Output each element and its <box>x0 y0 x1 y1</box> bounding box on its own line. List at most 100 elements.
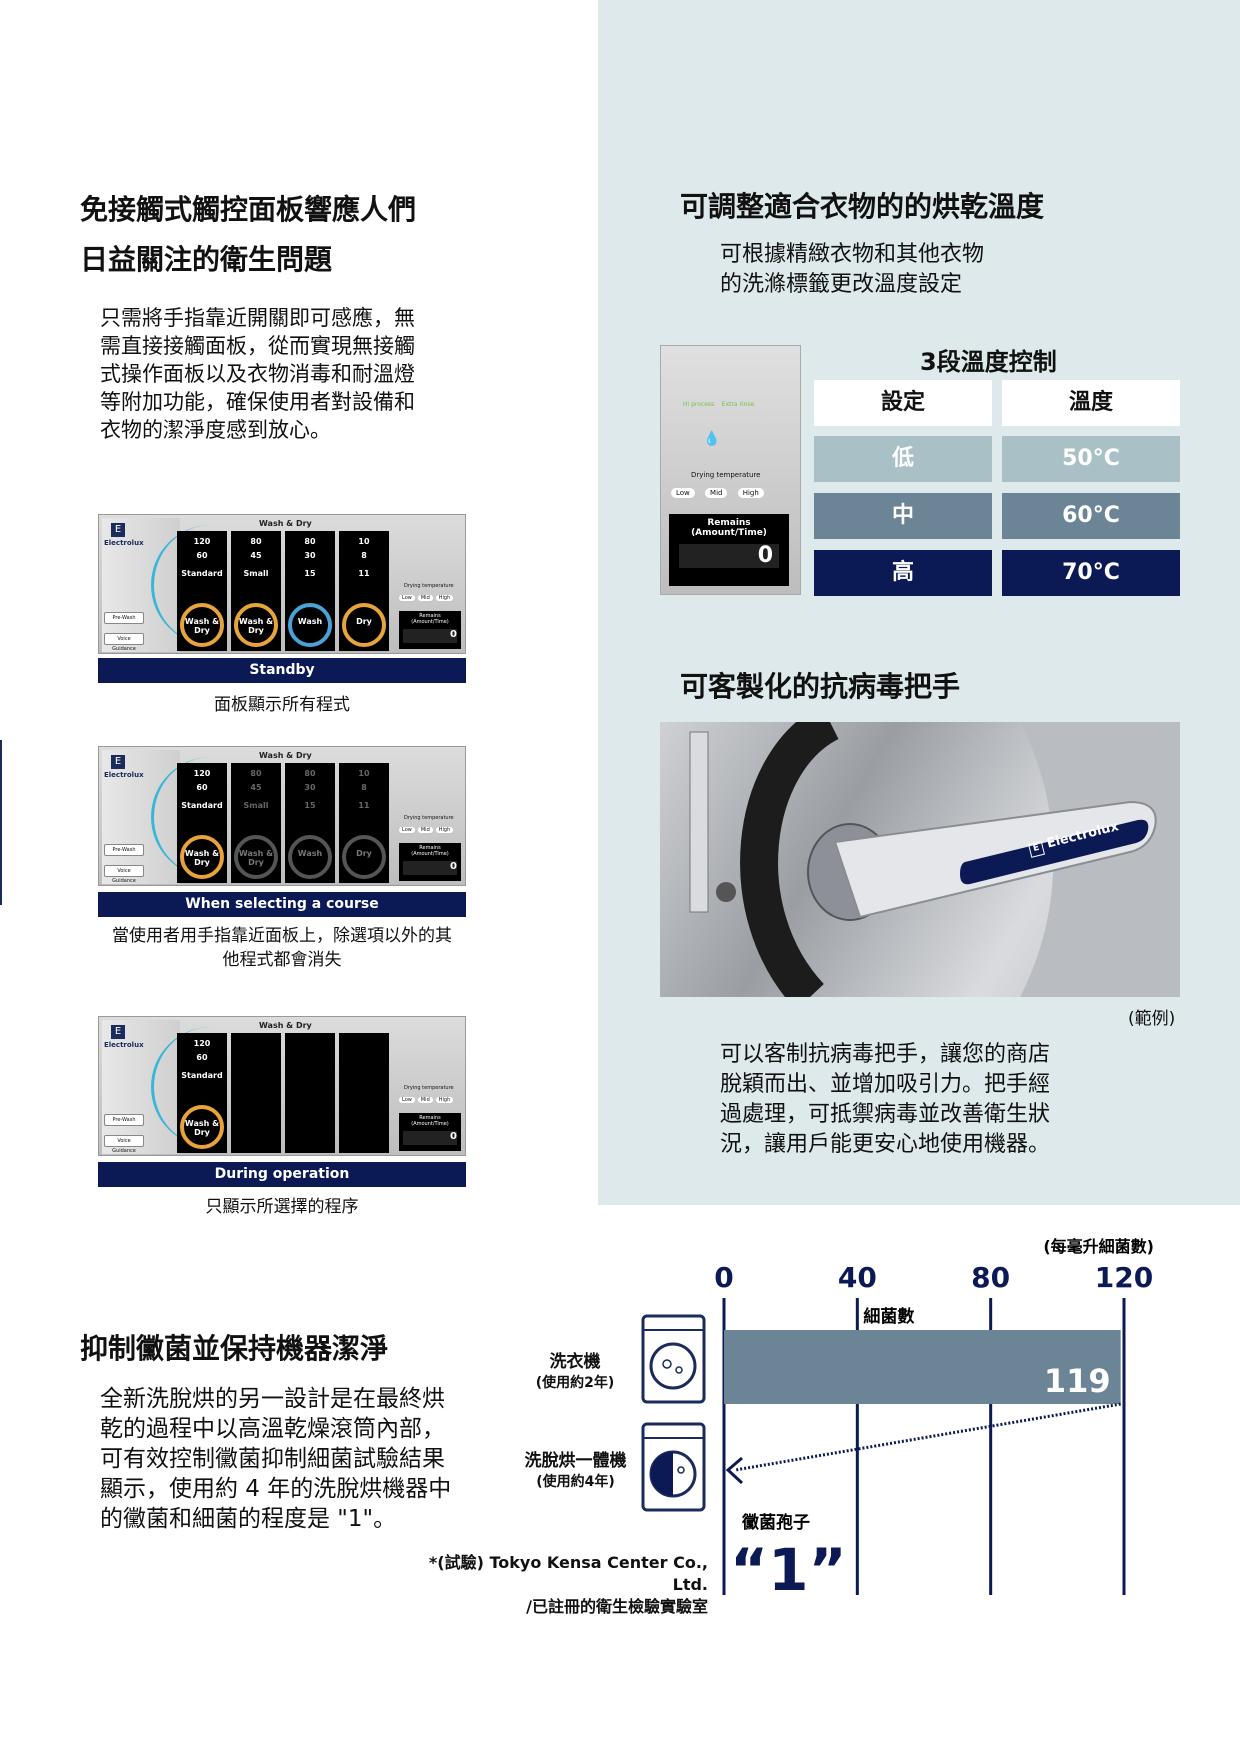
course-time: 30 <box>304 783 316 792</box>
table-header-temperature: 溫度 <box>1002 380 1180 426</box>
course-time: 45 <box>250 783 262 792</box>
course-size: Small <box>243 801 269 810</box>
x-tick-label: 80 <box>971 1261 1010 1294</box>
washer-dryer-label: 洗脫烘一體機 (使用約4年) <box>524 1451 627 1490</box>
table-header-setting: 設定 <box>814 380 992 426</box>
course-capacity: 80 <box>250 537 262 546</box>
brand-text: Electrolux <box>104 539 144 547</box>
left-edge-accent <box>0 740 2 905</box>
course-size: 15 <box>304 569 316 578</box>
course-ring-button[interactable]: Wash <box>288 603 332 647</box>
handle-title: 可客製化的抗病毒把手 <box>680 670 961 703</box>
course-time: 8 <box>361 783 367 792</box>
table-cell-setting: 低 <box>814 436 992 482</box>
course-time: 30 <box>304 551 316 560</box>
footnote: *(試驗) Tokyo Kensa Center Co., Ltd. /已註冊的… <box>428 1553 708 1616</box>
electrolux-logo-icon: E <box>111 755 125 769</box>
state-caption: 當使用者用手指靠近面板上，除選項以外的其他程式都會消失 <box>112 926 452 970</box>
pre-wash-button[interactable]: Pre-Wash <box>104 844 144 856</box>
arrow-line <box>735 1402 1121 1472</box>
wash-dry-label: Wash & Dry <box>259 751 312 760</box>
course-size: 15 <box>304 801 316 810</box>
course-capacity: 10 <box>358 769 370 778</box>
course-ring-button[interactable]: Wash <box>288 835 332 879</box>
x-tick-label: 120 <box>1095 1261 1153 1294</box>
course-capacity: 80 <box>250 769 262 778</box>
bar-value-label: 119 <box>1044 1362 1111 1400</box>
course-size: Small <box>243 569 269 578</box>
pre-wash-button[interactable]: Pre-Wash <box>104 1114 144 1126</box>
drying-temperature-label: Drying temperature <box>691 471 761 479</box>
course-capacity: 120 <box>193 769 211 778</box>
course-ring-button[interactable]: Dry <box>342 603 386 647</box>
state-caption: 面板顯示所有程式 <box>214 695 350 715</box>
course-ring-button[interactable]: Wash & Dry <box>180 1105 224 1149</box>
remains-display: Remains (Amount/Time) 0 <box>669 514 789 586</box>
wash-dry-label: Wash & Dry <box>259 1021 312 1030</box>
wash-dry-label: Wash & Dry <box>259 519 312 528</box>
right-column-background <box>598 0 1240 1205</box>
course-ring-button[interactable]: Wash & Dry <box>234 835 278 879</box>
x-tick-label: 40 <box>838 1261 877 1294</box>
washer-label: 洗衣機 (使用約2年) <box>535 1352 615 1391</box>
course-column[interactable] <box>231 1033 281 1153</box>
course-size: Standard <box>181 801 223 810</box>
panel-arc <box>151 525 211 645</box>
bottom-title: 抑制黴菌並保持機器潔淨 <box>80 1332 389 1365</box>
table-cell-temperature: 60°C <box>1002 493 1180 539</box>
voice-guidance-button[interactable]: Voice Guidance <box>104 865 144 884</box>
bacteria-count-label: 細菌數 <box>863 1306 914 1327</box>
segment-display: 0 <box>403 861 457 875</box>
course-capacity: 120 <box>193 537 211 546</box>
handle-illustration <box>689 722 1180 997</box>
course-ring-button[interactable]: Dry <box>342 835 386 879</box>
table-cell-setting: 高 <box>814 550 992 596</box>
course-time: 45 <box>250 551 262 560</box>
right-title: 可調整適合衣物的的烘乾溫度 <box>680 190 1045 223</box>
course-size: 11 <box>358 569 370 578</box>
handle-photo: E Electrolux <box>660 722 1180 997</box>
course-capacity: 80 <box>304 537 316 546</box>
course-time: 60 <box>196 783 208 792</box>
course-capacity: 120 <box>193 1039 211 1048</box>
pre-wash-button[interactable]: Pre-Wash <box>104 612 144 624</box>
voice-guidance-button[interactable]: Voice Guidance <box>104 1135 144 1154</box>
course-ring-button[interactable]: Wash & Dry <box>180 603 224 647</box>
panel-arc <box>151 757 211 877</box>
course-time: 60 <box>196 1053 208 1062</box>
x-tick-label: 0 <box>714 1261 733 1294</box>
course-ring-button[interactable]: Wash & Dry <box>180 835 224 879</box>
course-ring-button[interactable]: Wash & Dry <box>234 603 278 647</box>
course-size: Standard <box>181 569 223 578</box>
electrolux-logo-icon: E <box>111 1025 125 1039</box>
left-title: 免接觸式觸控面板響應人們 日益關注的衛生問題 <box>80 193 417 276</box>
brand-text: Electrolux <box>104 771 144 779</box>
course-column[interactable] <box>285 1033 335 1153</box>
panel-arc <box>151 1027 211 1147</box>
table-cell-temperature: 70°C <box>1002 550 1180 596</box>
table-cell-temperature: 50°C <box>1002 436 1180 482</box>
voice-guidance-button[interactable]: Voice Guidance <box>104 633 144 652</box>
temperature-panel-image: Hi process Extra rinse 💧 Drying temperat… <box>660 345 801 595</box>
segment-display: 0 <box>403 1131 457 1145</box>
washer-machine-icon <box>641 1314 706 1404</box>
course-column[interactable] <box>339 1033 389 1153</box>
handle-description: 可以客制抗病毒把手，讓您的商店 脫穎而出、並增加吸引力。把手經 過處理，可抵禦病… <box>720 1042 1051 1157</box>
course-capacity: 10 <box>358 537 370 546</box>
water-drop-icon: 💧 <box>703 431 721 447</box>
drying-temp-text: Drying temperature <box>404 1085 454 1091</box>
